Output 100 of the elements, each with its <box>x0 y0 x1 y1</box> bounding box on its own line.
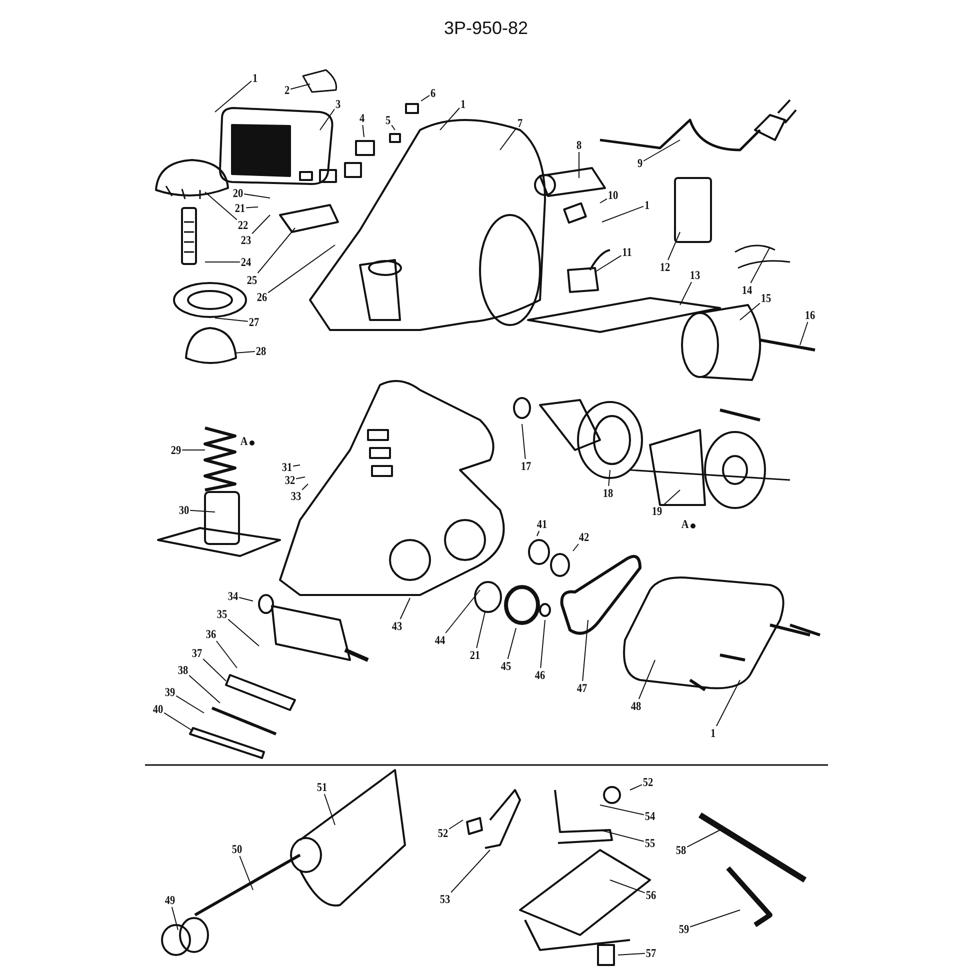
callout-number: 15 <box>760 292 772 304</box>
callout-number: 37 <box>192 647 202 659</box>
leader-line <box>420 94 430 102</box>
callout-number: 39 <box>164 686 176 698</box>
leader-line <box>320 108 335 130</box>
leader-line <box>216 640 238 668</box>
callout-number: 14 <box>742 284 752 296</box>
callout-number: 21 <box>470 649 480 661</box>
leader-line <box>228 618 260 646</box>
callout-number: 20 <box>232 187 244 199</box>
callout-number: 28 <box>256 345 266 357</box>
callout-number: 52 <box>438 827 448 839</box>
leader-line <box>164 712 194 732</box>
callout-number: 34 <box>228 590 238 602</box>
callout-number: 53 <box>440 893 450 905</box>
callout-number: 47 <box>576 682 588 694</box>
leader-line <box>610 880 646 894</box>
leader-line <box>662 490 680 506</box>
callout-number: 6 <box>430 87 436 99</box>
callout-number: 30 <box>178 504 190 516</box>
callout-number: 1 <box>644 199 650 211</box>
reference-letter: A <box>681 518 689 530</box>
leader-line <box>188 674 220 704</box>
leader-line <box>391 124 396 130</box>
callout-number: 4 <box>359 112 365 124</box>
leader-line <box>246 206 258 208</box>
leader-line <box>686 830 720 848</box>
leader-line <box>618 952 646 956</box>
leader-line <box>643 140 680 162</box>
callout-number: 26 <box>256 291 268 303</box>
callout-number: 13 <box>690 269 700 281</box>
callout-number: 2 <box>284 84 290 96</box>
leader-line <box>600 830 644 842</box>
leader-line <box>214 80 252 112</box>
leader-line <box>400 598 410 620</box>
callout-number: 48 <box>630 700 642 712</box>
leader-line <box>257 228 296 274</box>
leader-line <box>572 544 579 552</box>
leader-line <box>594 255 622 272</box>
leader-line <box>239 856 254 890</box>
leader-line <box>302 484 308 490</box>
callout-number: 41 <box>536 518 548 530</box>
callout-number: 45 <box>500 660 512 672</box>
callout-number: 35 <box>216 608 228 620</box>
leader-line <box>268 244 336 294</box>
callout-number: 1 <box>460 98 466 110</box>
leader-line <box>324 794 336 826</box>
leader-line <box>290 84 310 90</box>
callout-number: 1 <box>252 72 258 84</box>
leader-line <box>234 351 256 354</box>
callout-number: 58 <box>676 844 686 856</box>
leader-line <box>171 906 178 930</box>
leader-line <box>362 124 364 138</box>
leader-line <box>536 530 540 536</box>
callout-number: 46 <box>534 669 546 681</box>
callout-number: 51 <box>316 781 328 793</box>
callout-number: 50 <box>232 843 242 855</box>
leader-line <box>608 470 610 486</box>
callout-number: 8 <box>576 139 582 151</box>
leader-line <box>440 108 460 130</box>
leader-line <box>448 820 464 830</box>
callout-number: 18 <box>602 487 614 499</box>
leader-line <box>450 850 490 893</box>
drawing-title: 3P-950-82 <box>444 18 528 39</box>
callout-number: 7 <box>517 117 523 129</box>
leader-line <box>690 910 740 928</box>
leader-line <box>750 246 770 284</box>
leader-line <box>507 628 516 660</box>
callout-number: 24 <box>240 256 252 268</box>
leader-line <box>252 214 270 234</box>
leader-line <box>296 476 306 480</box>
callout-number: 1 <box>710 727 716 739</box>
callout-number: 5 <box>385 114 391 126</box>
leader-line <box>244 194 270 198</box>
leader-line <box>445 590 480 634</box>
leader-line <box>238 597 254 602</box>
callout-number: 21 <box>234 202 246 214</box>
callout-number: 52 <box>642 776 654 788</box>
callout-number: 3 <box>335 98 341 110</box>
callout-number: 55 <box>644 837 656 849</box>
leader-line <box>292 464 300 467</box>
callout-number: 44 <box>434 634 446 646</box>
leader-line <box>582 620 588 682</box>
leader-line <box>214 318 248 322</box>
leader-line <box>800 322 808 346</box>
leader-line <box>578 152 580 178</box>
leader-line <box>668 232 680 260</box>
leader-line <box>540 620 546 668</box>
callout-number: 19 <box>652 505 662 517</box>
leader-line <box>600 198 608 204</box>
callout-number: 42 <box>578 531 590 543</box>
leader-line <box>204 192 238 220</box>
callout-number: 10 <box>608 189 618 201</box>
callout-number: 16 <box>804 309 816 321</box>
leader-line <box>638 660 656 700</box>
callout-number: 9 <box>637 157 643 169</box>
leader-line <box>202 658 226 682</box>
callout-number: 11 <box>622 246 632 258</box>
callout-number: 12 <box>660 261 670 273</box>
callout-number: 29 <box>170 444 182 456</box>
